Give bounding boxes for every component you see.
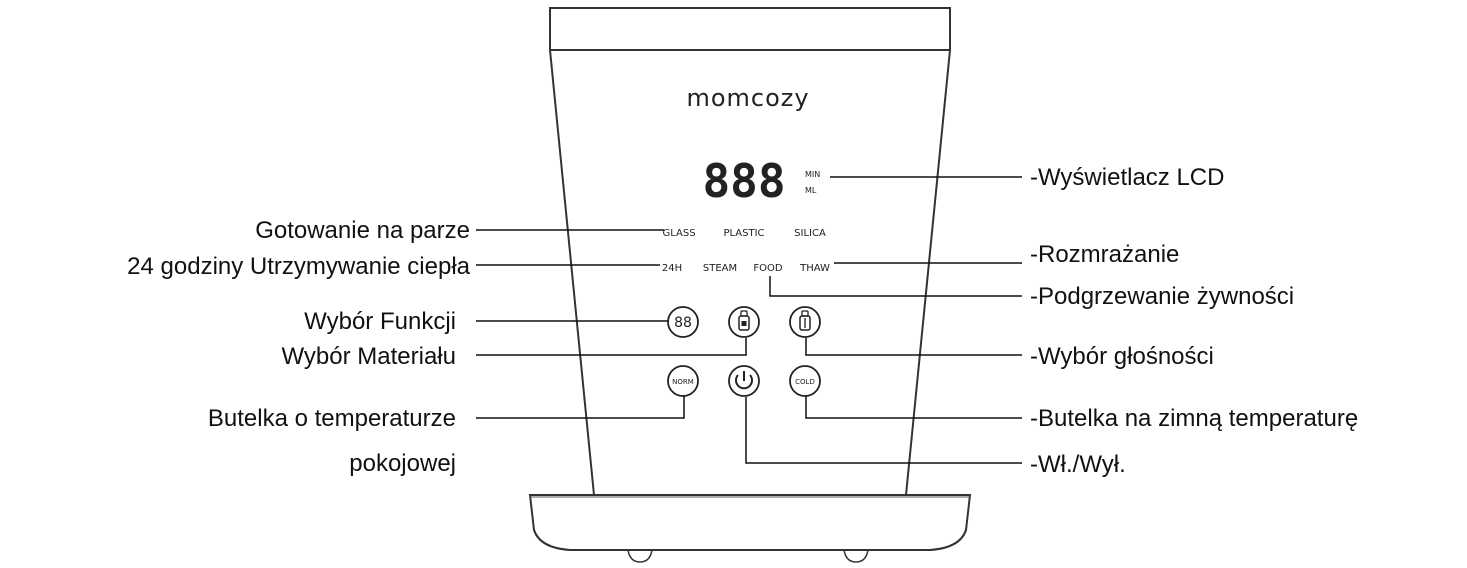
lcd-unit-min: MIN <box>805 170 820 179</box>
callout-power: -Wł./Wył. <box>1030 451 1126 478</box>
brand-logo: momcozy <box>686 84 809 112</box>
device-foot-left <box>627 549 653 563</box>
callout-room-temp-line2: pokojowej <box>349 450 456 477</box>
callout-cold-bottle: -Butelka na zimną temperaturę <box>1030 405 1358 432</box>
volume-select-button[interactable] <box>789 306 821 338</box>
function-select-icon: 88 <box>674 315 692 331</box>
leader-room-temp <box>476 396 685 419</box>
right-callouts: -Wyświetlacz LCD -Rozmrażanie -Podgrzewa… <box>1030 164 1358 478</box>
bottle-warmer-device: momcozy 888 MIN ML GLASS PLASTIC SILICA … <box>528 7 972 563</box>
callout-thaw: -Rozmrażanie <box>1030 241 1179 268</box>
leader-food <box>769 276 1022 297</box>
bottle-volume-icon <box>799 310 811 331</box>
callout-function-select: Wybór Funkcji <box>304 308 456 335</box>
norm-label: NORM <box>672 378 694 386</box>
norm-button[interactable]: NORM <box>667 365 699 397</box>
callout-keep-warm: 24 godziny Utrzymywanie ciepła <box>127 253 470 280</box>
callout-volume-select: -Wybór głośności <box>1030 343 1214 370</box>
left-callouts: Gotowanie na parze 24 godziny Utrzymywan… <box>127 217 470 477</box>
mode-thaw-label: THAW <box>799 263 830 274</box>
callout-lcd: -Wyświetlacz LCD <box>1030 164 1224 191</box>
device-body-outline <box>549 7 951 496</box>
leader-material <box>476 338 747 356</box>
material-glass-label: GLASS <box>662 228 695 239</box>
material-select-button[interactable] <box>728 306 760 338</box>
leader-volume <box>805 338 1022 356</box>
leader-lines <box>476 176 1022 464</box>
mode-steam-label: STEAM <box>703 263 737 274</box>
mode-24h-label: 24H <box>662 263 682 274</box>
mode-food-label: FOOD <box>753 263 782 274</box>
callout-room-temp-line1: Butelka o temperaturze <box>208 405 456 432</box>
lcd-unit-ml: ML <box>805 186 817 195</box>
power-button[interactable] <box>728 365 760 397</box>
function-select-button[interactable]: 88 <box>667 306 699 338</box>
leader-cold <box>805 396 1022 419</box>
device-foot-right <box>843 549 869 563</box>
callout-material-select: Wybór Materiału <box>281 343 456 370</box>
power-icon <box>735 371 753 390</box>
material-silica-label: SILICA <box>794 228 826 239</box>
lcd-digits: 888 <box>702 154 785 208</box>
callout-steam: Gotowanie na parze <box>255 217 470 244</box>
cold-button[interactable]: COLD <box>789 365 821 397</box>
leader-power <box>745 397 1022 464</box>
bottle-icon <box>738 310 750 331</box>
device-base-outline <box>528 494 972 551</box>
material-plastic-label: PLASTIC <box>723 228 764 239</box>
callout-food-warm: -Podgrzewanie żywności <box>1030 283 1294 310</box>
cold-label: COLD <box>795 378 815 386</box>
lcd-display: 888 MIN ML <box>702 154 820 208</box>
